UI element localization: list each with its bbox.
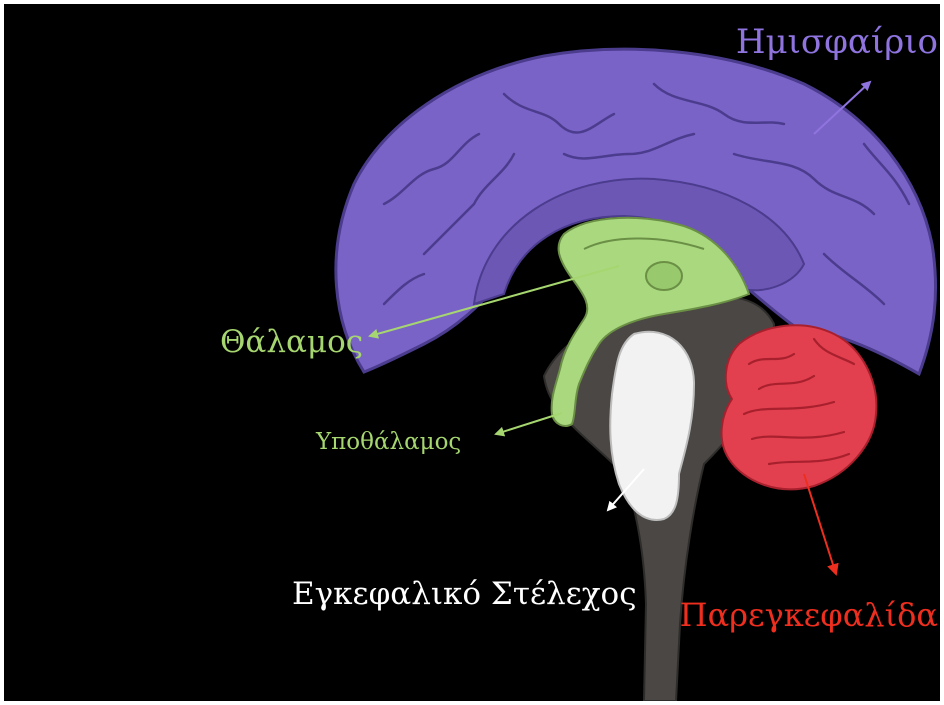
diagram-canvas: Ημισφαίριο Θάλαμος Υποθάλαμος Εγκεφαλικό… xyxy=(4,4,940,701)
hypothalamus-arrow xyxy=(496,413,562,434)
cerebellum-label: Παρεγκεφαλίδα xyxy=(680,596,938,634)
brainstem-label: Εγκεφαλικό Στέλεχος xyxy=(292,576,637,612)
thalamus-nucleus xyxy=(646,262,682,290)
hypothalamus-label: Υποθάλαμος xyxy=(316,429,461,455)
cerebellum-arrow xyxy=(804,474,836,574)
thalamus-label: Θάλαμος xyxy=(220,324,363,360)
hemisphere-label: Ημισφαίριο xyxy=(736,22,938,62)
